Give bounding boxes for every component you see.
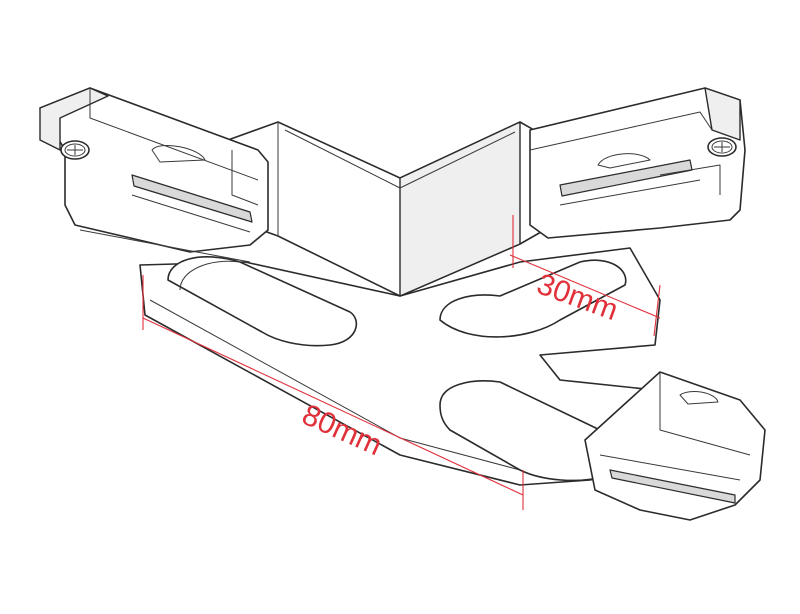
screw-icon [60, 140, 90, 160]
screw-icon [707, 137, 737, 157]
right-track-arm [529, 87, 746, 239]
left-track-arm [39, 87, 269, 263]
slot-right-top [439, 259, 627, 338]
bottom-track-arm [584, 371, 766, 521]
slot-left [167, 256, 358, 347]
